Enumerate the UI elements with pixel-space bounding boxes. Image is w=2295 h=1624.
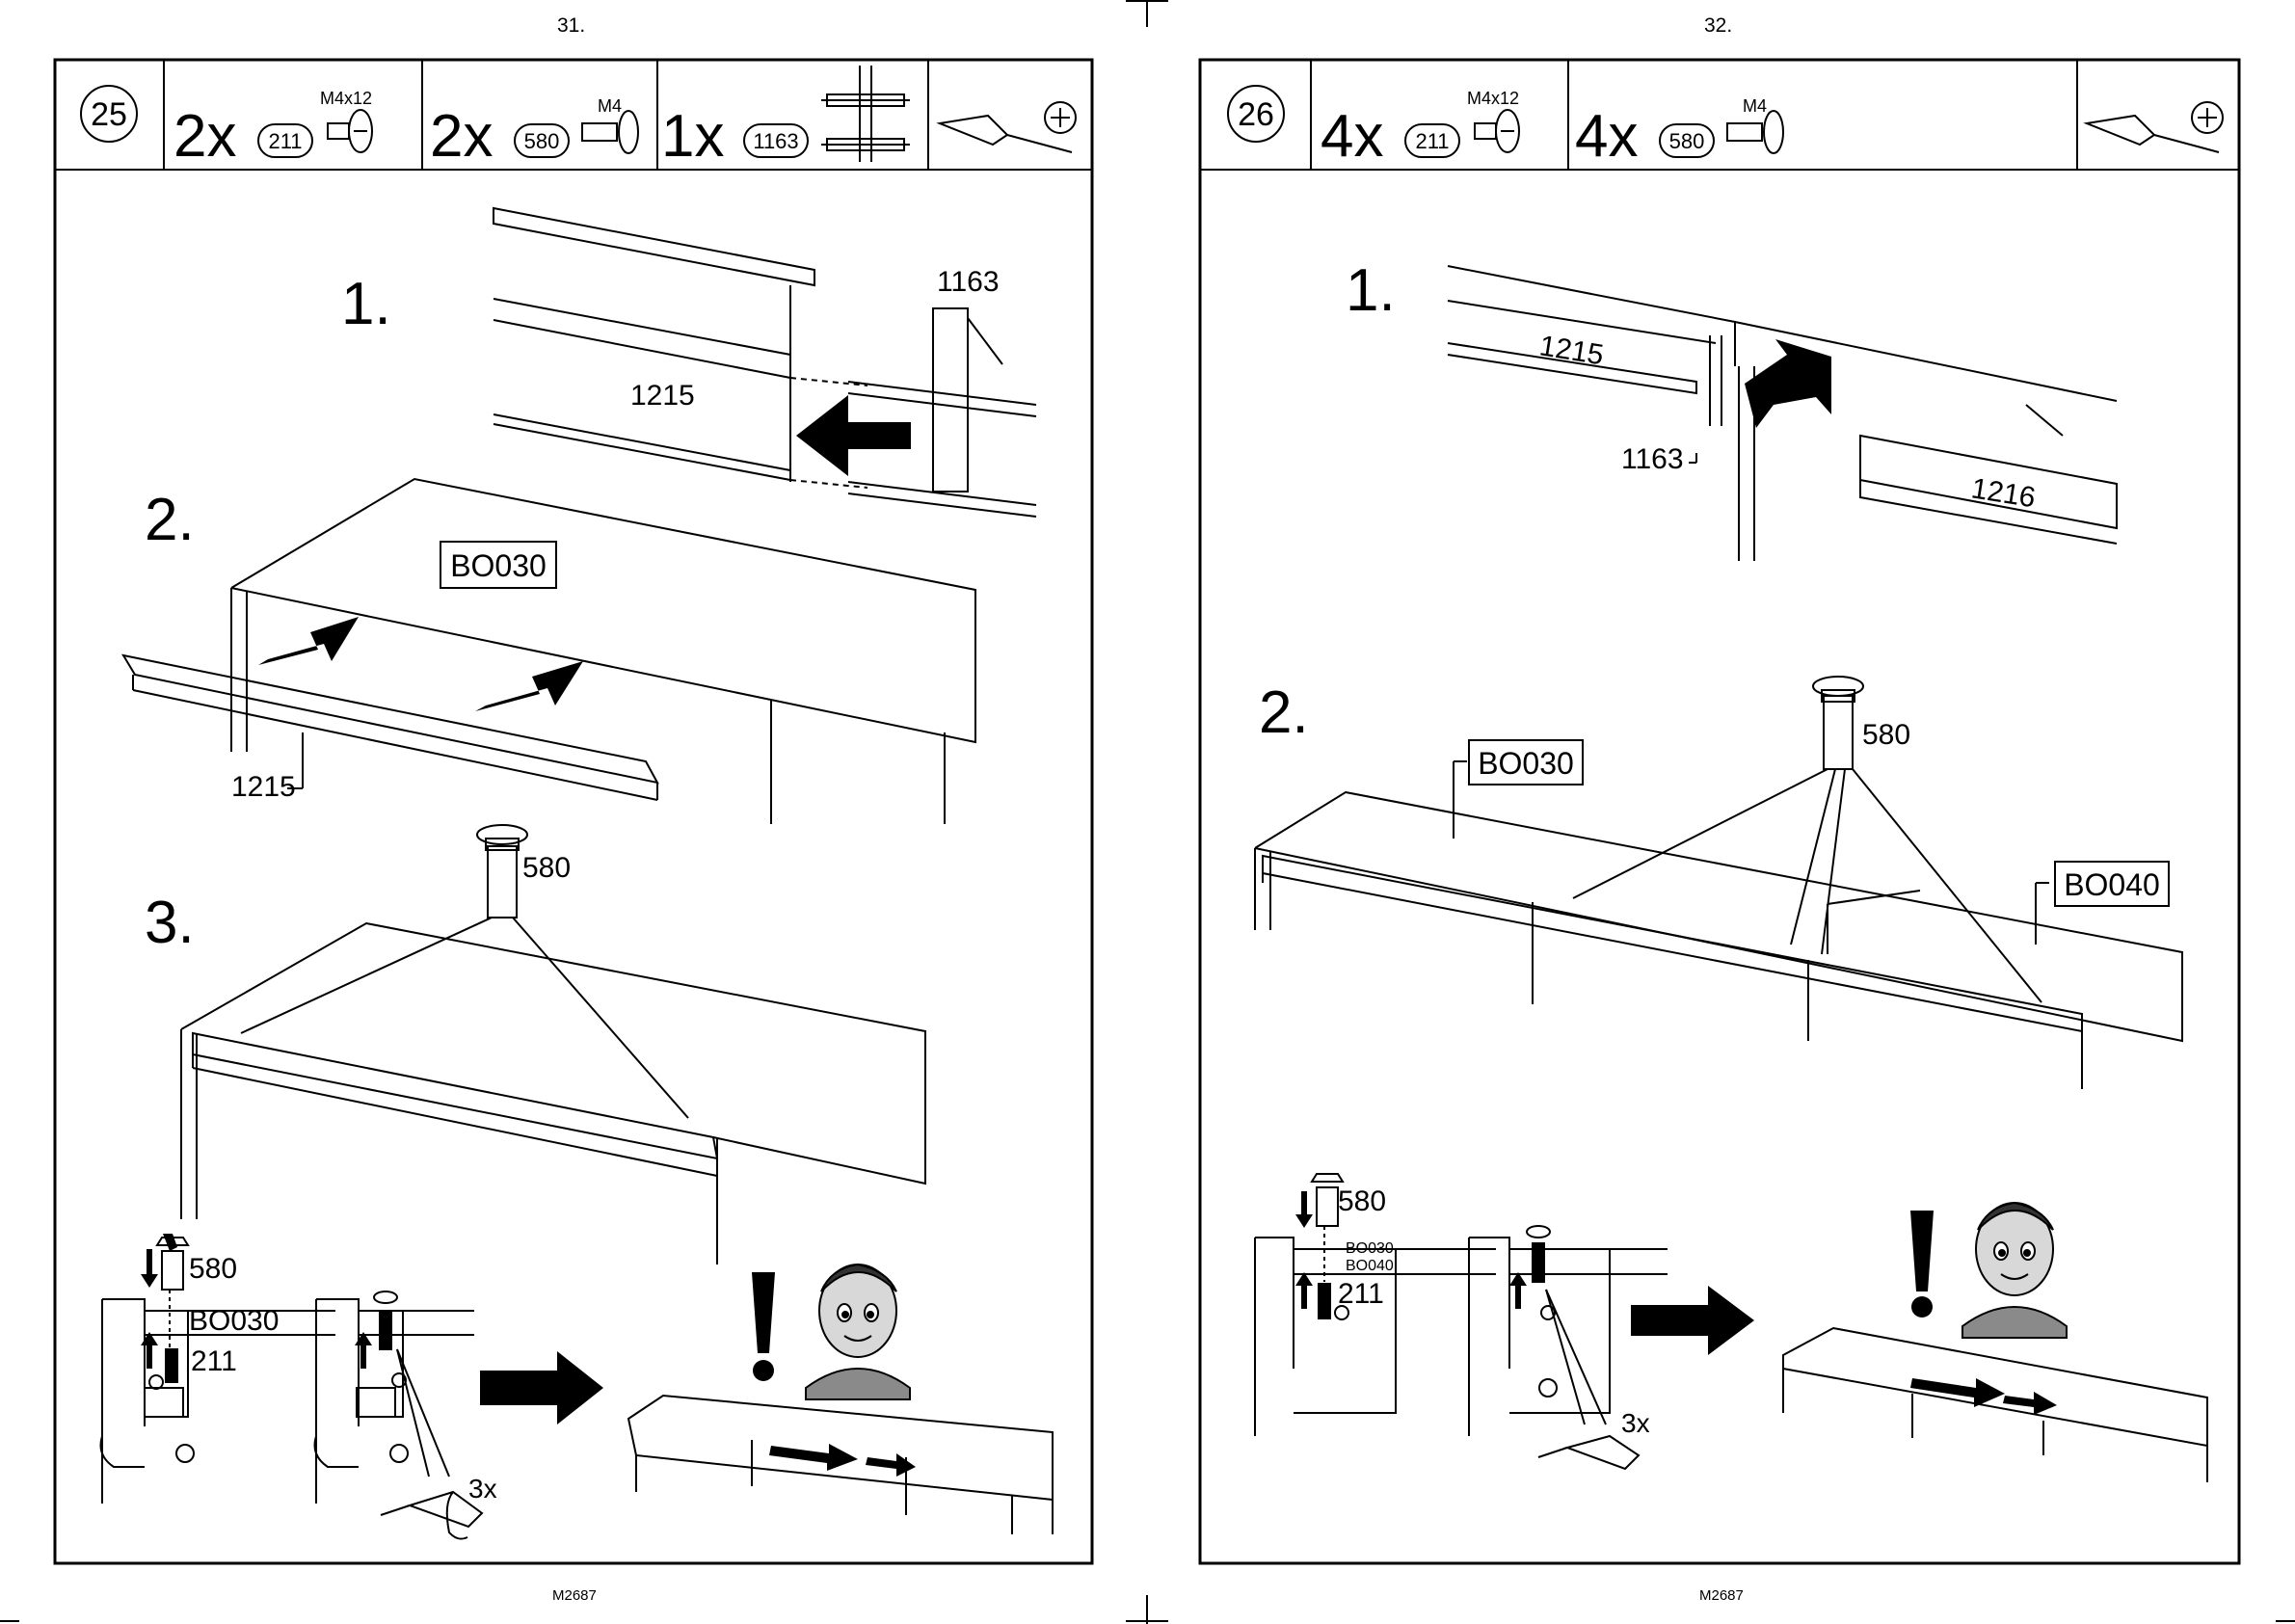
label-580-detail-right: 580 (1338, 1185, 1386, 1217)
part-id-211-left: 211 (268, 129, 302, 153)
screwdriver-icon (940, 102, 1076, 152)
part-spec-580-left: M4 (598, 96, 622, 116)
label-580-detail-left: 580 (189, 1253, 237, 1285)
substep-1-left: 1. (341, 271, 391, 337)
label-211-detail-left: 211 (191, 1345, 237, 1377)
label-580-step3-left: 580 (522, 852, 571, 884)
part-spec-211-right: M4x12 (1467, 89, 1519, 108)
part-id-211-right: 211 (1415, 129, 1449, 153)
substep-2-right: 2. (1259, 679, 1309, 746)
part-spec-211-left: M4x12 (320, 89, 372, 108)
worker-mascot-icon (806, 1265, 910, 1399)
label-211-detail-right: 211 (1338, 1278, 1384, 1310)
part-id-580-left: 580 (524, 129, 560, 153)
part-qty-580-right: 4x (1575, 103, 1638, 170)
step-number-right: 26 (1238, 96, 1274, 133)
step-number-left: 25 (91, 96, 127, 133)
substep-3-left: 3. (145, 890, 195, 956)
part-spec-580-right: M4 (1743, 96, 1767, 116)
screw-211-icon (328, 110, 372, 152)
warning-exclamation-icon (752, 1272, 775, 1353)
part-qty-580-left: 2x (430, 103, 493, 170)
label-1163-right: 1163 (1621, 443, 1684, 475)
substep-2-left: 2. (145, 487, 195, 553)
label-3x-left: 3x (468, 1474, 497, 1504)
label-1216-right: 1216 (1969, 472, 2038, 514)
label-580-step2-right: 580 (1862, 719, 1910, 751)
label-bo030-step2-left: BO030 (450, 548, 547, 583)
label-bo040-detail-right: BO040 (1346, 1258, 1394, 1274)
label-bo030-detail-right: BO030 (1346, 1240, 1394, 1257)
part-qty-211-left: 2x (173, 103, 236, 170)
label-bo040-step2-right: BO040 (2064, 867, 2160, 902)
label-1215-right: 1215 (1537, 330, 1606, 371)
part-id-1163-left: 1163 (753, 129, 798, 153)
label-3x-right: 3x (1621, 1408, 1650, 1438)
label-bo030-step2-right: BO030 (1478, 746, 1574, 781)
part-qty-211-right: 4x (1321, 103, 1383, 170)
label-1215-step2-left: 1215 (231, 771, 296, 803)
label-1163-left: 1163 (937, 266, 1000, 298)
part-qty-1163-left: 1x (661, 103, 724, 170)
substep-1-right: 1. (1346, 257, 1396, 324)
label-bo030-detail-left: BO030 (189, 1305, 279, 1337)
part-id-580-right: 580 (1669, 129, 1705, 153)
label-1215-step1-left: 1215 (630, 380, 695, 412)
